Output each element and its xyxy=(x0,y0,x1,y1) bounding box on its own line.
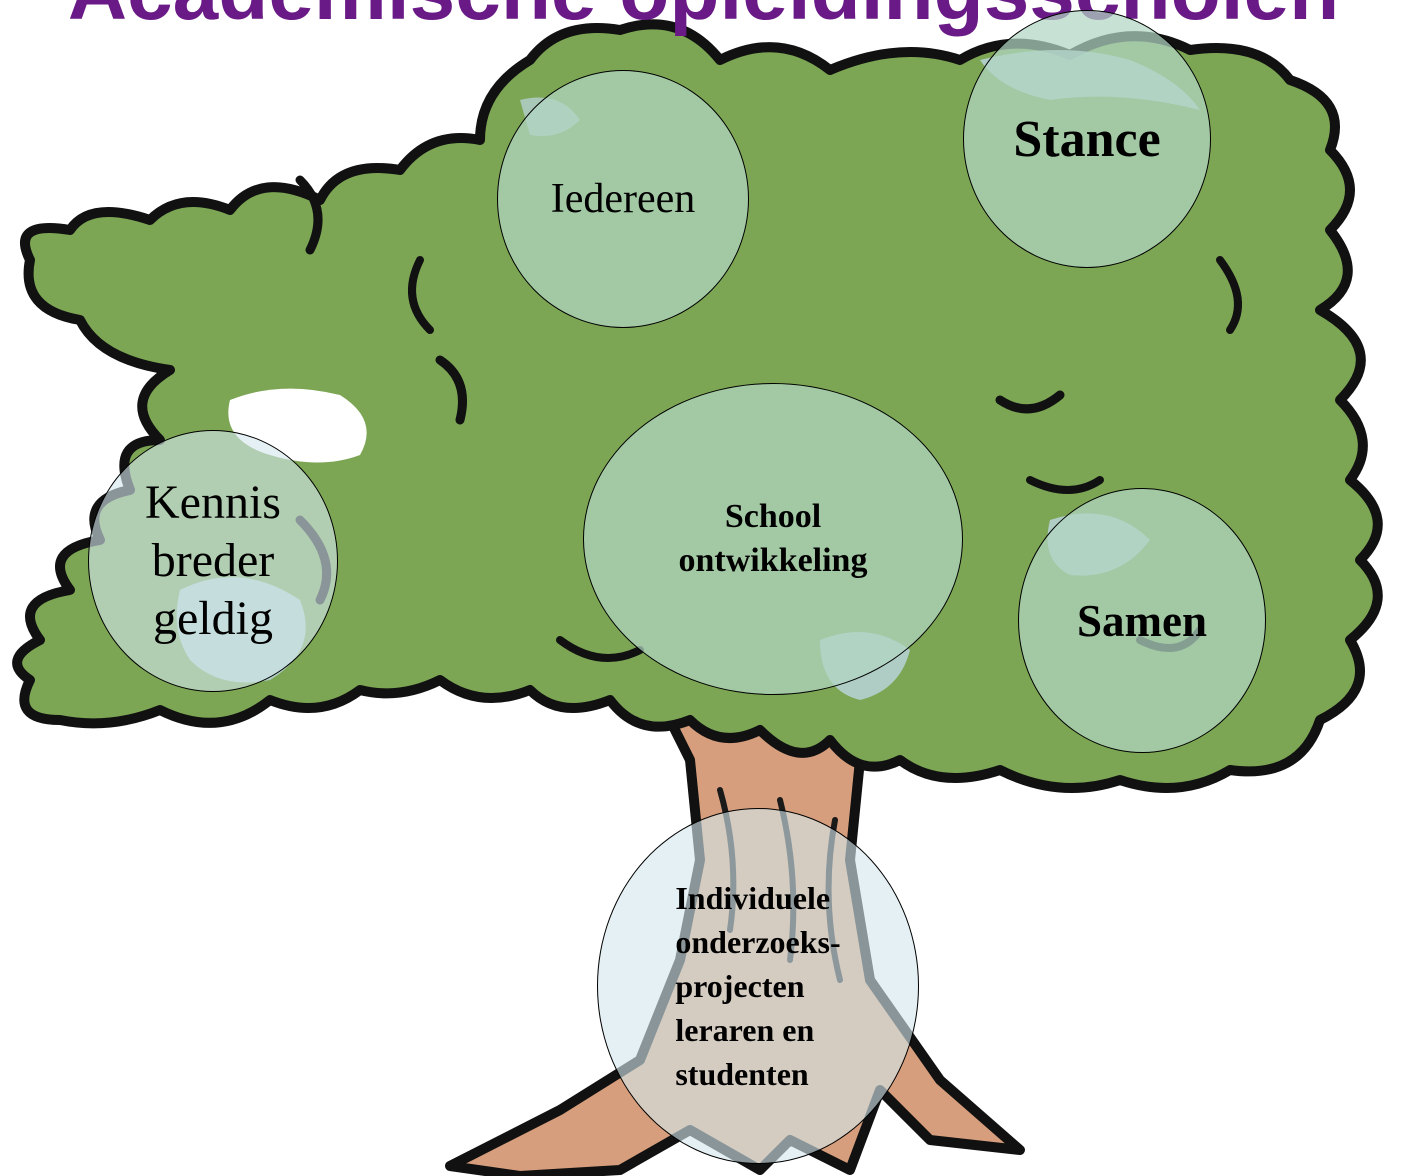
bubble-kennis: Kennis breder geldig xyxy=(88,430,338,692)
bubble-samen-label: Samen xyxy=(1076,595,1207,646)
bubble-kennis-label: Kennis breder geldig xyxy=(145,476,281,645)
bubble-iedereen: Iedereen xyxy=(497,70,749,328)
bubble-stance-label: Stance xyxy=(1013,110,1161,168)
bubble-school-ontwikkeling: School ontwikkeling xyxy=(583,383,963,695)
bubble-school-ontwikkeling-label: School ontwikkeling xyxy=(678,498,868,579)
bubble-individuele-projecten-label: Individuele onderzoeks- projecten lerare… xyxy=(675,880,841,1092)
bubble-stance: Stance xyxy=(963,10,1211,268)
bubble-individuele-projecten: Individuele onderzoeks- projecten lerare… xyxy=(597,808,919,1164)
slide-title: Academische opleidingsscholen xyxy=(0,0,1407,42)
bubble-iedereen-label: Iedereen xyxy=(550,176,696,222)
bubble-samen: Samen xyxy=(1018,488,1266,753)
